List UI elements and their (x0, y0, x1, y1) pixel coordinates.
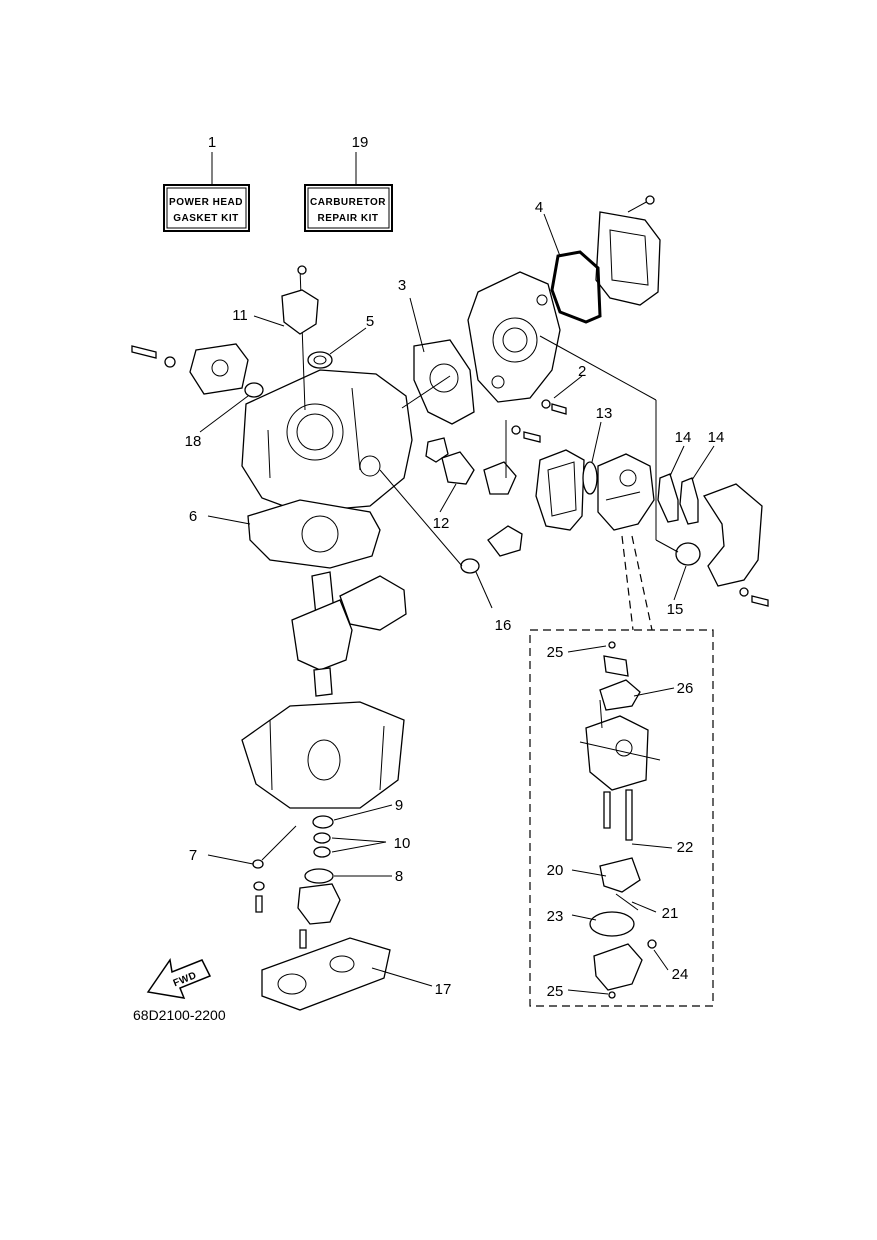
callout-18: 18 (185, 433, 202, 450)
base-gasket (261, 937, 391, 1011)
callout-5: 5 (366, 313, 374, 330)
washer-7 (252, 859, 265, 913)
kit-number: 19 (352, 134, 369, 151)
callout-25a: 25 (547, 644, 564, 661)
oil-seal-9 (312, 815, 334, 829)
crankshaft-piston (291, 571, 407, 697)
cylinder-block (241, 369, 413, 513)
plug-cap (460, 525, 523, 574)
callout-8: 8 (395, 868, 403, 885)
callout-13: 13 (596, 405, 613, 422)
kit-label-line2: GASKET KIT (173, 213, 239, 224)
gasket-14b (679, 477, 699, 525)
crankcase-gasket (247, 499, 381, 569)
crankcase (241, 701, 405, 809)
kit-label-line1: POWER HEAD (169, 197, 243, 208)
callout-25b: 25 (547, 983, 564, 1000)
cylinder-head (467, 271, 561, 403)
washer-10a (313, 832, 331, 844)
thermostat-cover (281, 289, 319, 335)
diagram-code: 68D2100-2200 (133, 1007, 226, 1023)
callout-20: 20 (547, 862, 564, 879)
callout-7: 7 (189, 847, 197, 864)
callout-16: 16 (495, 617, 512, 634)
callout-26: 26 (677, 680, 694, 697)
callout-3: 3 (398, 277, 406, 294)
head-cover-gasket (550, 250, 602, 324)
cylinder-head-cover (595, 195, 661, 306)
callout-11: 11 (232, 307, 248, 324)
washer-10b (313, 846, 331, 858)
intake-manifold (703, 483, 769, 607)
o-ring-8 (304, 868, 334, 884)
callout-9: 9 (395, 797, 403, 814)
callout-15: 15 (667, 601, 684, 618)
power-head-gasket-kit-box: 1 POWER HEAD GASKET KIT (163, 134, 250, 232)
intake-valve (425, 425, 541, 495)
oil-seal-5 (307, 351, 333, 369)
callout-24: 24 (672, 966, 689, 983)
o-ring-13 (582, 461, 598, 495)
gasket-15 (675, 542, 701, 566)
callout-14b: 14 (708, 429, 725, 446)
fwd-arrow-icon: FWD (146, 958, 212, 999)
callout-14a: 14 (675, 429, 692, 446)
carburetor-detail-box (529, 629, 714, 1007)
callout-17: 17 (435, 981, 452, 998)
gasket-14a (657, 473, 679, 523)
callout-2: 2 (578, 363, 586, 380)
reed-valve-body (535, 449, 585, 531)
carburetor-detail-parts (579, 641, 661, 999)
bolt-2 (541, 399, 567, 415)
carburetor (597, 453, 655, 531)
kit-number: 1 (208, 134, 216, 151)
callout-4: 4 (535, 199, 543, 216)
o-ring-18 (244, 382, 264, 398)
callout-12: 12 (433, 515, 450, 532)
callout-10: 10 (394, 835, 411, 852)
bearing-housing (297, 883, 341, 925)
fuel-pump (131, 343, 249, 395)
callout-6: 6 (189, 508, 197, 525)
kit-label-line1: CARBURETOR (310, 197, 386, 208)
callout-22: 22 (677, 839, 694, 856)
callout-21: 21 (662, 905, 679, 922)
carburetor-repair-kit-box: 19 CARBURETOR REPAIR KIT (304, 134, 393, 232)
gasket-3 (413, 339, 475, 425)
kit-label-line2: REPAIR KIT (318, 213, 379, 224)
callout-23: 23 (547, 908, 564, 925)
